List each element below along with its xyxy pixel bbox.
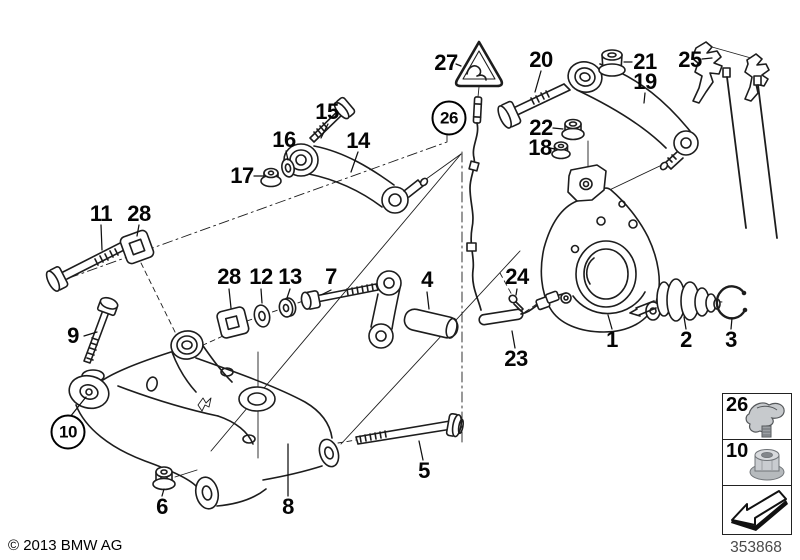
- part-callout-19[interactable]: 19: [633, 69, 657, 94]
- integral-link-4: [368, 270, 459, 349]
- bolt-11: [45, 238, 135, 292]
- part-callout-11[interactable]: 11: [89, 201, 113, 226]
- flange-nut-icon: [749, 449, 785, 481]
- sensor-cable-23: [466, 86, 567, 326]
- warning-triangle-icon: [454, 40, 504, 88]
- part-callout-14[interactable]: 14: [346, 128, 370, 153]
- washer-12: [253, 304, 271, 328]
- part-callout-22[interactable]: 22: [529, 115, 553, 140]
- part-callout-3[interactable]: 3: [725, 327, 737, 352]
- bolt-15: [309, 96, 356, 143]
- upper-arm-19: [567, 61, 699, 171]
- bolt-20: [497, 83, 571, 129]
- leader-lines: [69, 57, 733, 497]
- copyright-text: © 2013 BMW AG: [8, 537, 123, 554]
- snap-ring-3: [715, 285, 748, 320]
- part-callout-25[interactable]: 25: [678, 47, 702, 72]
- part-callout-2[interactable]: 2: [680, 327, 692, 352]
- part-callout-28[interactable]: 28: [217, 264, 241, 289]
- screw-24: [508, 294, 524, 312]
- part-callout-23[interactable]: 23: [504, 346, 528, 371]
- part-callout-15[interactable]: 15: [315, 99, 339, 124]
- part-callout-20[interactable]: 20: [529, 47, 553, 72]
- part-callout-17[interactable]: 17: [230, 163, 254, 188]
- bolt-5: [355, 412, 464, 445]
- part-callout-8[interactable]: 8: [282, 494, 294, 519]
- part-callout-5[interactable]: 5: [418, 458, 430, 483]
- bushing-21: [598, 49, 626, 77]
- part-callout-16[interactable]: 16: [272, 127, 296, 152]
- nut-22: [561, 118, 585, 141]
- part-callout-27[interactable]: 27: [434, 50, 458, 75]
- part-callout-21[interactable]: 21: [633, 49, 657, 74]
- bracket-28-upper: [119, 229, 155, 265]
- part-callout-28[interactable]: 28: [127, 201, 151, 226]
- wheel-carrier-1: [540, 164, 661, 333]
- part-callout-4[interactable]: 4: [421, 267, 433, 292]
- diagram-number: 353868: [730, 539, 782, 556]
- part-callout-13[interactable]: 13: [278, 264, 302, 289]
- legend-item-10[interactable]: 10: [723, 440, 791, 486]
- bolt-7: [300, 283, 379, 310]
- legend-item-label: 10: [726, 440, 749, 462]
- part-callout-26[interactable]: 26: [431, 100, 467, 136]
- bracket-28-mid: [216, 306, 250, 339]
- legend-item-26[interactable]: 26: [723, 394, 791, 440]
- brake-sensors-25: [691, 41, 778, 239]
- track-strut-14: [283, 143, 429, 214]
- part-callout-24[interactable]: 24: [505, 264, 529, 289]
- part-callout-12[interactable]: 12: [249, 264, 273, 289]
- nut-6: [152, 466, 176, 491]
- part-callout-18[interactable]: 18: [528, 135, 552, 160]
- washer-16: [281, 158, 295, 178]
- bolt-9: [83, 296, 119, 364]
- subframe-8: [68, 330, 340, 510]
- part-callout-9[interactable]: 9: [67, 323, 79, 348]
- direction-arrow-icon: [731, 490, 788, 531]
- legend-direction-cell: [723, 486, 791, 534]
- cable-clip-icon: [745, 402, 785, 438]
- nut-17: [260, 167, 282, 188]
- part-callout-6[interactable]: 6: [156, 494, 168, 519]
- nut-18: [551, 141, 571, 160]
- washer-13: [278, 297, 297, 318]
- part-callout-10[interactable]: 10: [50, 414, 86, 450]
- part-callout-1[interactable]: 1: [606, 327, 618, 352]
- legend-box: 26 10: [722, 393, 792, 535]
- part-callout-7[interactable]: 7: [325, 264, 337, 289]
- legend-item-label: 26: [726, 394, 749, 416]
